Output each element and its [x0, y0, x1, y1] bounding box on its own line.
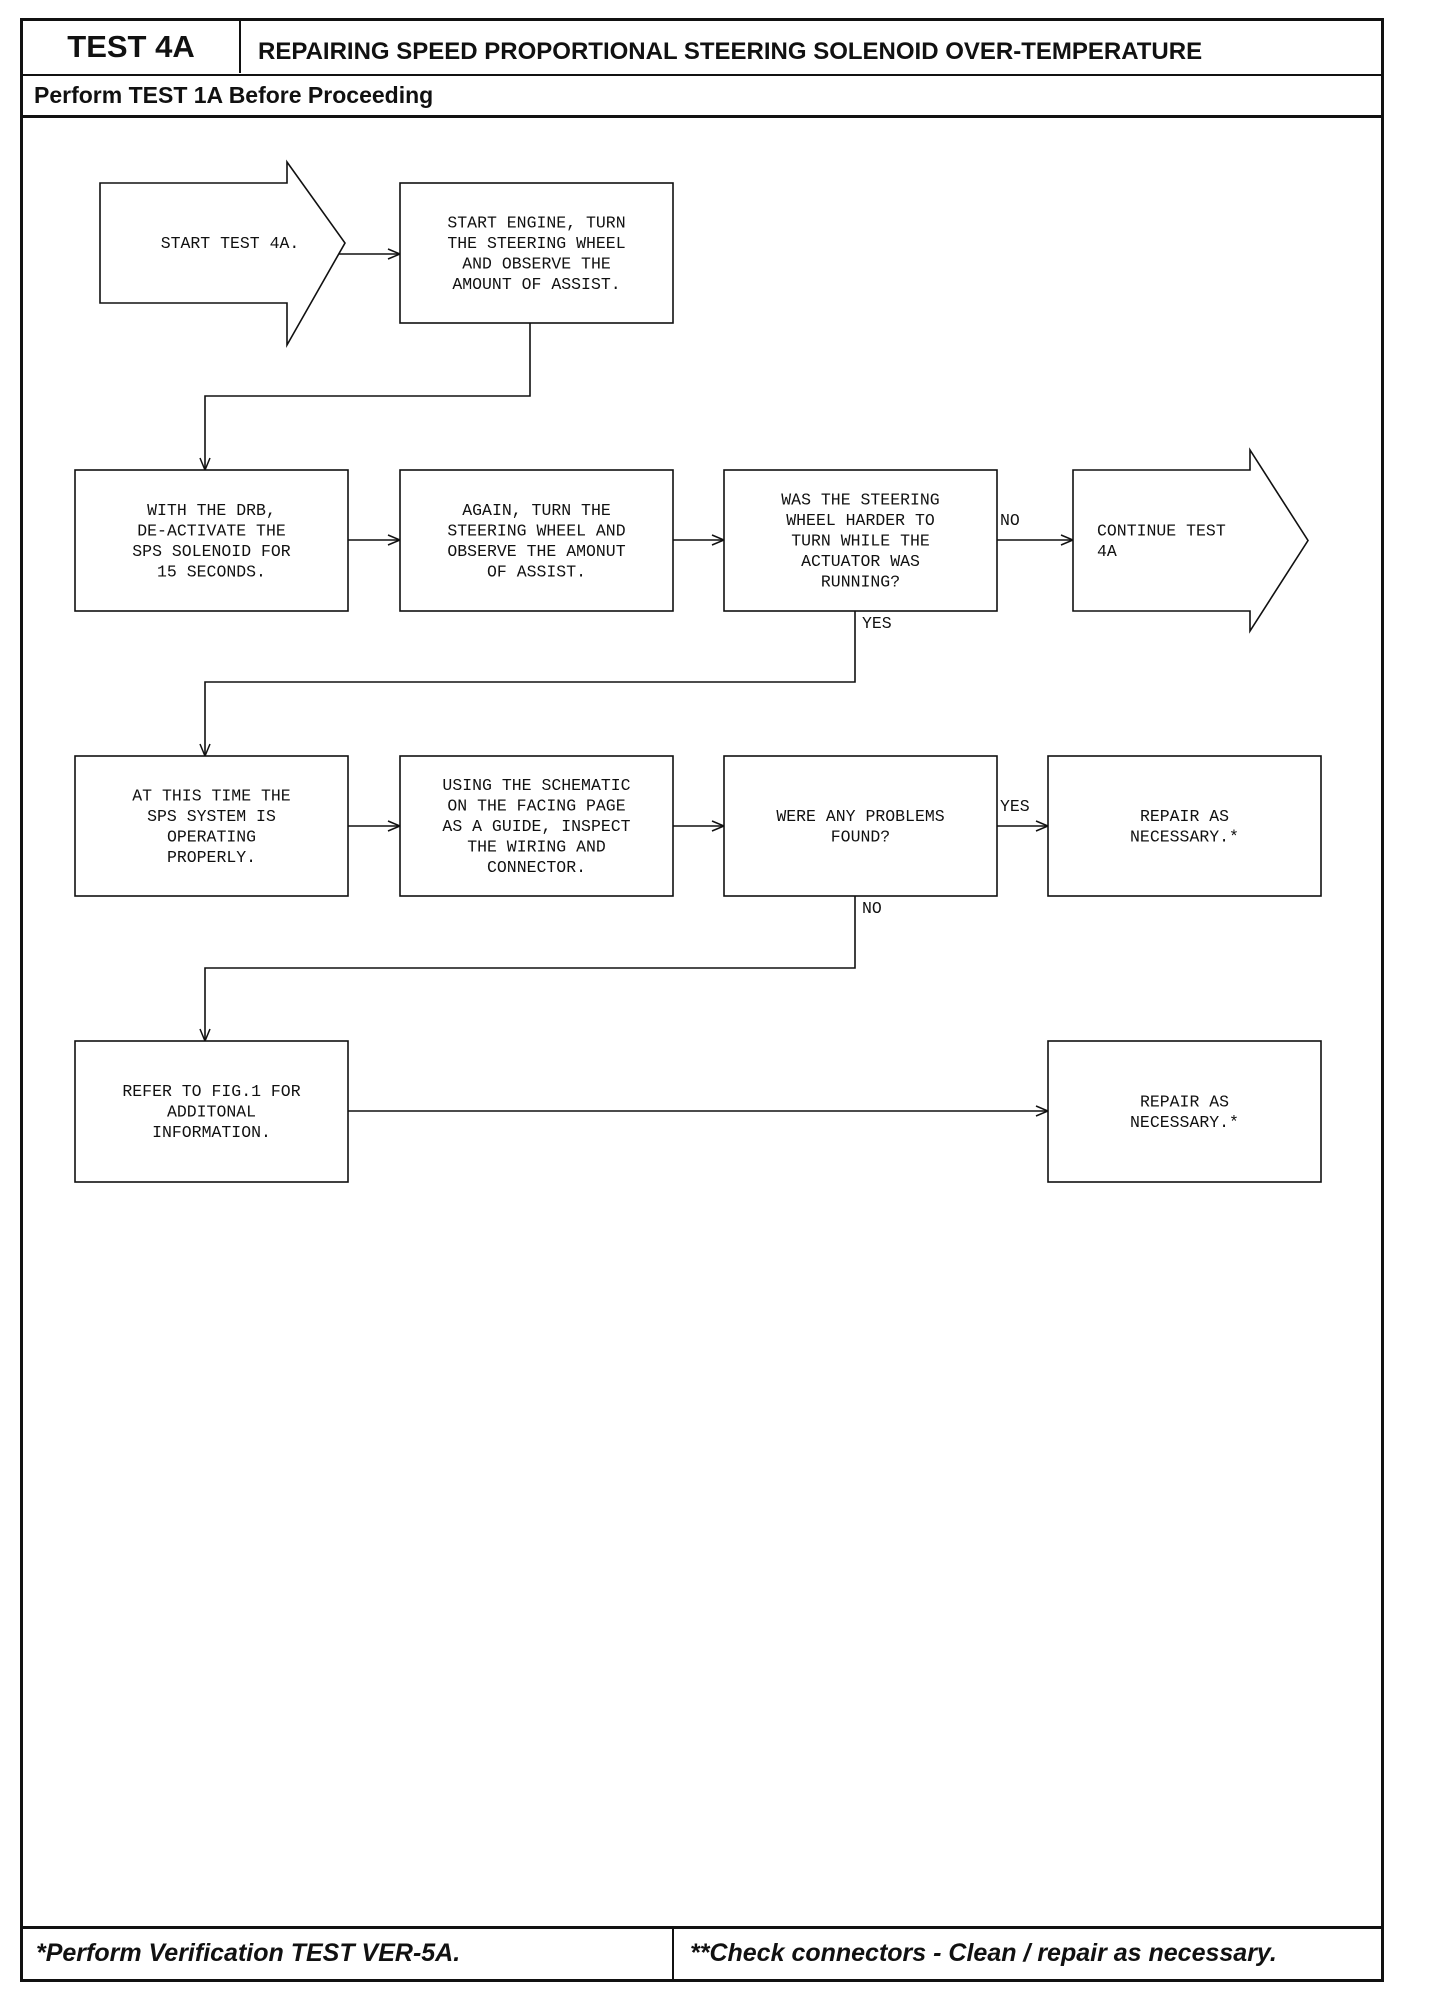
- was-harder-decision-box: [723, 469, 998, 612]
- repair-as-necessary-final-node-text-line: REPAIR AS: [1140, 1092, 1229, 1111]
- again-turn-step-box: [399, 469, 674, 612]
- refer-fig-step-text-line: ADDITONAL: [167, 1103, 256, 1122]
- operating-properly-step-text-line: AT THIS TIME THE: [132, 786, 291, 805]
- operating-properly-step-box: [74, 755, 349, 897]
- refer-fig-step-text-line: INFORMATION.: [152, 1123, 271, 1142]
- was-harder-decision-text-line: TURN WHILE THE: [791, 532, 930, 551]
- again-turn-step-text-line: AGAIN, TURN THE: [462, 501, 611, 520]
- deactivate-solenoid-step: WITH THE DRB,DE-ACTIVATE THE SPS SOLENOID…: [74, 469, 349, 612]
- footer-divider: [672, 1926, 674, 1982]
- page-title: REPAIRING SPEED PROPORTIONAL STEERING SO…: [258, 38, 1203, 65]
- inspect-wiring-step-text-line: AS A GUIDE, INSPECT: [442, 817, 630, 836]
- repair-as-necessary-node-text-line: REPAIR AS: [1140, 807, 1229, 826]
- again-turn-step-text-line: OBSERVE THE AMONUT: [447, 542, 625, 561]
- branch-label-yes: YES: [1000, 797, 1030, 816]
- again-turn-step-text-line: OF ASSIST.: [487, 562, 586, 581]
- branch-label-no: NO: [1000, 511, 1020, 530]
- problems-found-decision-text-line: WERE ANY PROBLEMS: [776, 807, 944, 826]
- was-harder-decision-text-line: WHEEL HARDER TO: [786, 511, 935, 530]
- observe-assist-step-text-line: AND OBSERVE THE: [462, 254, 611, 273]
- continue-node: CONTINUE TEST 4A: [1072, 447, 1309, 634]
- observe-assist-step-box: [399, 182, 674, 324]
- problems-found-decision-text-line: FOUND?: [831, 827, 890, 846]
- footer-row: [20, 1926, 1384, 1982]
- continue-node-text-line: CONTINUE TEST: [1097, 521, 1226, 540]
- deactivate-solenoid-step-box: [74, 469, 349, 612]
- inspect-wiring-step-text-line: THE WIRING AND: [467, 838, 606, 857]
- test-id: TEST 4A: [23, 21, 241, 73]
- subheader-row: [20, 76, 1384, 118]
- edge-observe-to-deactivate: [205, 323, 531, 470]
- observe-assist-step-text-line: THE STEERING WHEEL: [447, 234, 625, 253]
- inspect-wiring-step: USING THE SCHEMATIC ON THE FACING PAGEAS …: [399, 755, 674, 897]
- deactivate-solenoid-step-text-line: WITH THE DRB,: [147, 501, 276, 520]
- repair-as-necessary-final-node: REPAIR AS NECESSARY.*: [1047, 1040, 1322, 1183]
- continue-node-text-line: 4A: [1097, 542, 1117, 561]
- repair-as-necessary-node-box: [1047, 755, 1322, 897]
- repair-as-necessary-final-node-box: [1047, 1040, 1322, 1183]
- was-harder-decision-text-line: WAS THE STEERING: [781, 491, 939, 510]
- flow-nodes: START TEST 4A. START ENGINE, TURN THE STEE…: [74, 159, 1322, 1183]
- flow-labels: NO YES YES NO: [862, 511, 1030, 918]
- continue-node-arrow-shape: [1072, 447, 1309, 634]
- operating-properly-step-text-line: SPS SYSTEM IS: [147, 807, 276, 826]
- observe-assist-step-text-line: START ENGINE, TURN: [447, 213, 625, 232]
- observe-assist-step-text-line: AMOUNT OF ASSIST.: [452, 275, 620, 294]
- inspect-wiring-step-box: [399, 755, 674, 897]
- branch-label-no: NO: [862, 899, 882, 918]
- footer-note-connectors: **Check connectors - Clean / repair as n…: [690, 1939, 1277, 1967]
- start-node-text-line: START TEST 4A.: [161, 234, 300, 253]
- observe-assist-step: START ENGINE, TURN THE STEERING WHEELAND …: [399, 182, 674, 324]
- was-harder-decision-text-line: ACTUATOR WAS: [801, 552, 920, 571]
- footer-note-verification: *Perform Verification TEST VER-5A.: [36, 1939, 461, 1967]
- prerequisite-note: Perform TEST 1A Before Proceeding: [34, 82, 434, 108]
- inspect-wiring-step-text-line: CONNECTOR.: [487, 858, 586, 877]
- start-node-arrow-shape: [99, 159, 346, 349]
- operating-properly-step-text-line: PROPERLY.: [167, 848, 256, 867]
- refer-fig-step-box: [74, 1040, 349, 1183]
- inspect-wiring-step-text-line: ON THE FACING PAGE: [447, 797, 625, 816]
- operating-properly-step-text-line: OPERATING: [167, 827, 256, 846]
- deactivate-solenoid-step-text-line: 15 SECONDS.: [157, 562, 266, 581]
- deactivate-solenoid-step-text-line: DE-ACTIVATE THE: [137, 521, 286, 540]
- start-node: START TEST 4A.: [99, 159, 346, 349]
- problems-found-decision-box: [723, 755, 998, 897]
- deactivate-solenoid-step-text-line: SPS SOLENOID FOR: [132, 542, 291, 561]
- repair-as-necessary-final-node-text-line: NECESSARY.*: [1130, 1113, 1239, 1132]
- edge-decision-yes-to-operating: [205, 611, 856, 756]
- page-frame: [20, 18, 1384, 1982]
- again-turn-step-text-line: STEERING WHEEL AND: [447, 521, 625, 540]
- repair-as-necessary-node-text-line: NECESSARY.*: [1130, 827, 1239, 846]
- flow-connectors: [205, 254, 1073, 1111]
- edge-problems-no-to-refer: [205, 896, 856, 1041]
- header-row: [20, 18, 1384, 76]
- refer-fig-step-text-line: REFER TO FIG.1 FOR: [122, 1082, 300, 1101]
- was-harder-decision-text-line: RUNNING?: [821, 573, 900, 592]
- branch-label-yes: YES: [862, 614, 892, 633]
- inspect-wiring-step-text-line: USING THE SCHEMATIC: [442, 776, 630, 795]
